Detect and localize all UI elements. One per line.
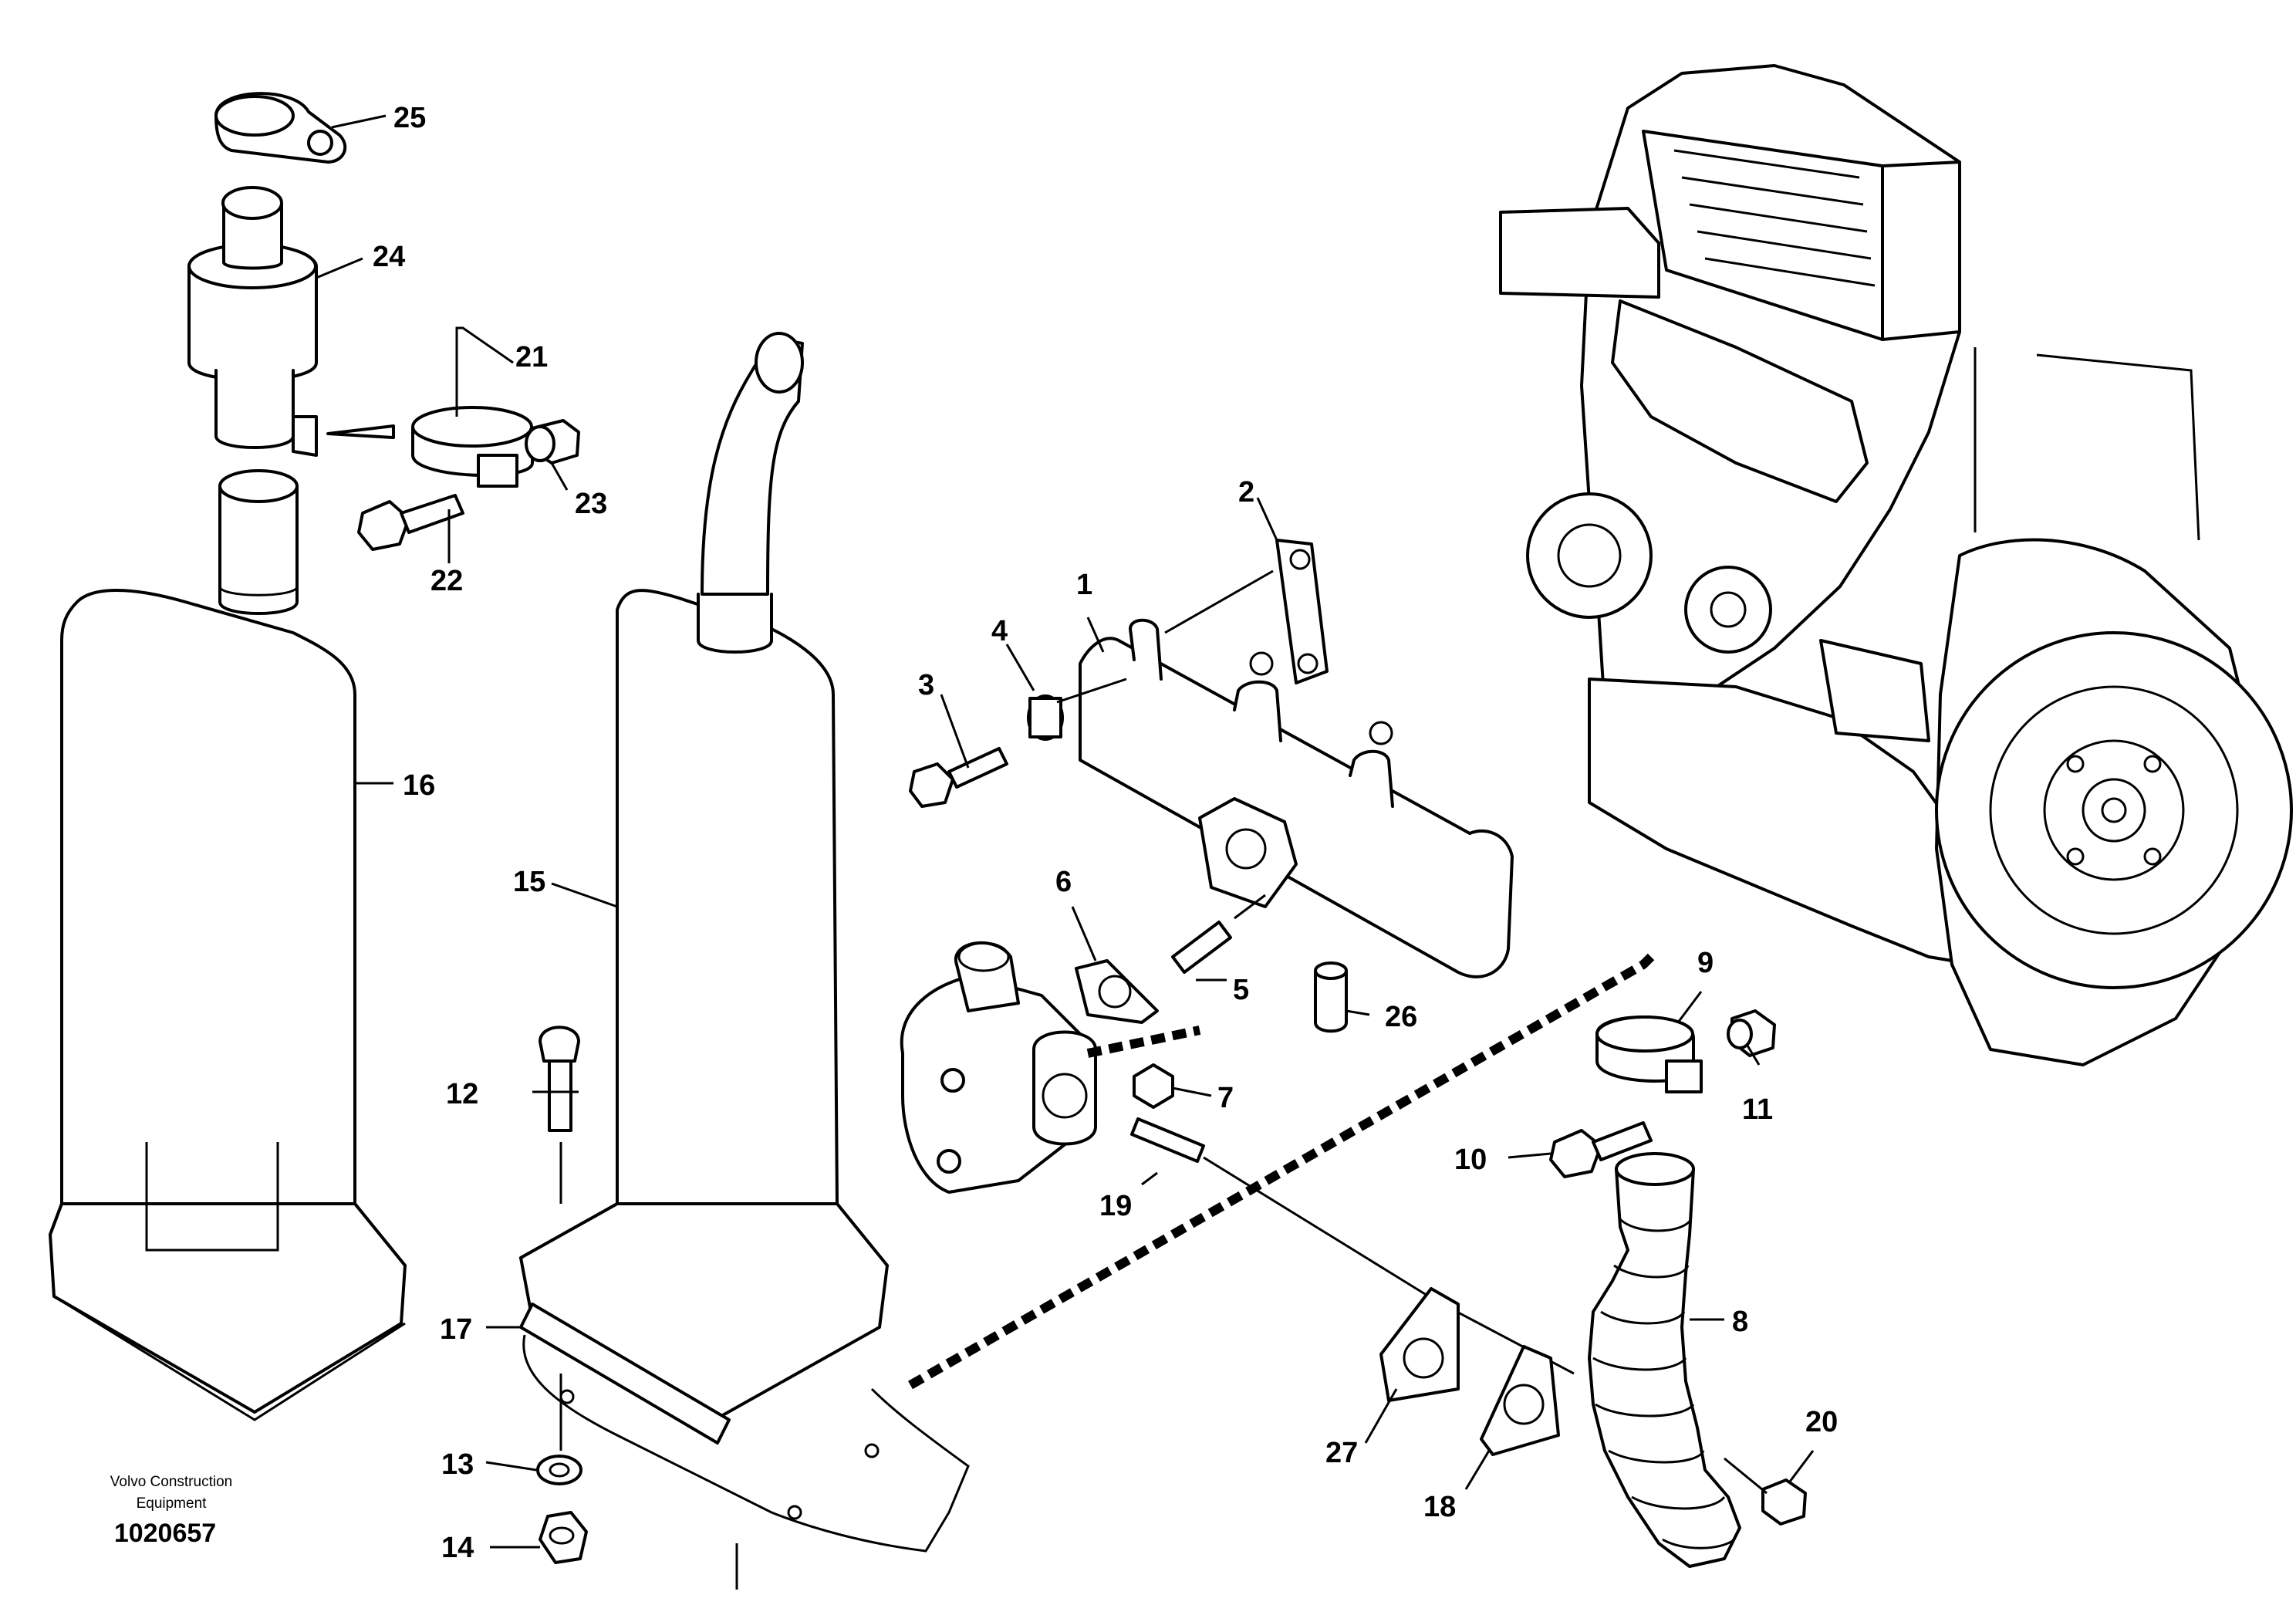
callout-25: 25: [393, 102, 426, 134]
muffler-15-part: [519, 332, 889, 1418]
guide-20: [1724, 1457, 1768, 1495]
rain-cap-part: [214, 92, 347, 164]
callout-16: 16: [403, 769, 435, 802]
turbocharger-part: [900, 941, 1097, 1194]
callout-5: 5: [1233, 974, 1249, 1006]
spacer-26-part: [1314, 961, 1348, 1033]
leader-24: [316, 257, 363, 279]
callout-23: 23: [575, 488, 607, 520]
exhaust-manifold-part: [1079, 618, 1514, 978]
dashed-link-turbo: [1086, 1026, 1201, 1058]
gasket-27-part: [1379, 1287, 1460, 1402]
muffler-16-part: [49, 469, 407, 1414]
leader-3: [940, 694, 970, 769]
leader-6: [1071, 906, 1097, 961]
pre-cleaner-part: [187, 186, 318, 457]
leader-27: [1364, 1388, 1398, 1444]
leader-19: [1141, 1171, 1158, 1186]
leader-10: [1508, 1152, 1551, 1159]
credit-line-2: Equipment: [137, 1495, 208, 1512]
leader-25: [331, 114, 387, 129]
gasket-2-part: [1275, 539, 1329, 684]
callout-14: 14: [441, 1532, 474, 1564]
leader-1: [1086, 617, 1105, 653]
callout-8: 8: [1732, 1306, 1748, 1338]
nut-23-part: [525, 419, 580, 465]
leader-23: [550, 462, 569, 491]
drawing-number: 1020657: [114, 1519, 216, 1548]
callout-13: 13: [441, 1448, 474, 1481]
guide-5: [1234, 894, 1266, 920]
callout-19: 19: [1099, 1190, 1132, 1222]
callout-15: 15: [513, 866, 545, 898]
leader-26: [1346, 1009, 1370, 1016]
leader-4: [1005, 644, 1035, 691]
callout-27: 27: [1325, 1437, 1358, 1469]
mounting-plate-17: [519, 1303, 970, 1553]
direction-arrow: [326, 424, 395, 439]
callout-10: 10: [1454, 1144, 1487, 1176]
bolt-3-part: [909, 747, 1008, 808]
callout-21: 21: [515, 341, 548, 373]
leader-9: [1676, 991, 1703, 1023]
stud-19-part: [1130, 1117, 1205, 1163]
spacer-4-part: [1027, 694, 1064, 741]
leader-18: [1464, 1450, 1491, 1490]
bolt-12-part: [539, 1026, 580, 1132]
leader-7: [1172, 1086, 1212, 1097]
muffler-16-base-plate: [53, 1295, 406, 1421]
leader-11: [1746, 1045, 1761, 1066]
guide-2: [1164, 569, 1274, 634]
callout-24: 24: [373, 241, 405, 273]
bolt-22-part: [357, 494, 464, 551]
callout-11: 11: [1742, 1093, 1773, 1126]
stud-5-part: [1171, 921, 1232, 974]
callout-18: 18: [1423, 1491, 1456, 1523]
gasket-18-part: [1480, 1345, 1560, 1456]
credit-line-1: Volvo Construction: [110, 1474, 232, 1490]
washer-13-part: [536, 1455, 582, 1485]
callout-3: 3: [918, 669, 934, 701]
flex-pipe-8-part: [1588, 1152, 1741, 1568]
callout-4: 4: [991, 615, 1008, 647]
callout-26: 26: [1385, 1001, 1417, 1033]
nut-11-part: [1727, 1009, 1776, 1057]
engine-assembly: [1499, 64, 2293, 1066]
callout-9: 9: [1697, 947, 1714, 979]
callout-12: 12: [446, 1078, 478, 1110]
callout-22: 22: [430, 565, 463, 597]
gasket-6-part: [1075, 959, 1159, 1024]
leader-15: [551, 882, 618, 908]
callout-6: 6: [1055, 866, 1072, 898]
nut-14-part: [539, 1511, 588, 1564]
callout-20: 20: [1805, 1406, 1838, 1438]
callout-17: 17: [440, 1313, 472, 1346]
clamp-21-part: [411, 406, 534, 488]
bolt-10-part: [1549, 1121, 1653, 1178]
leader-21: [455, 326, 514, 417]
callout-7: 7: [1217, 1082, 1234, 1114]
clamp-9-part: [1595, 1015, 1703, 1093]
callout-2: 2: [1238, 476, 1254, 509]
leader-2: [1256, 497, 1278, 541]
leader-13: [485, 1461, 537, 1472]
dashed-link-exhaust: [908, 953, 1655, 1390]
nut-7-part: [1133, 1063, 1174, 1109]
callout-1: 1: [1076, 569, 1092, 601]
guide-4: [1056, 678, 1127, 704]
nut-20-part: [1761, 1478, 1807, 1526]
leader-20: [1788, 1450, 1815, 1482]
